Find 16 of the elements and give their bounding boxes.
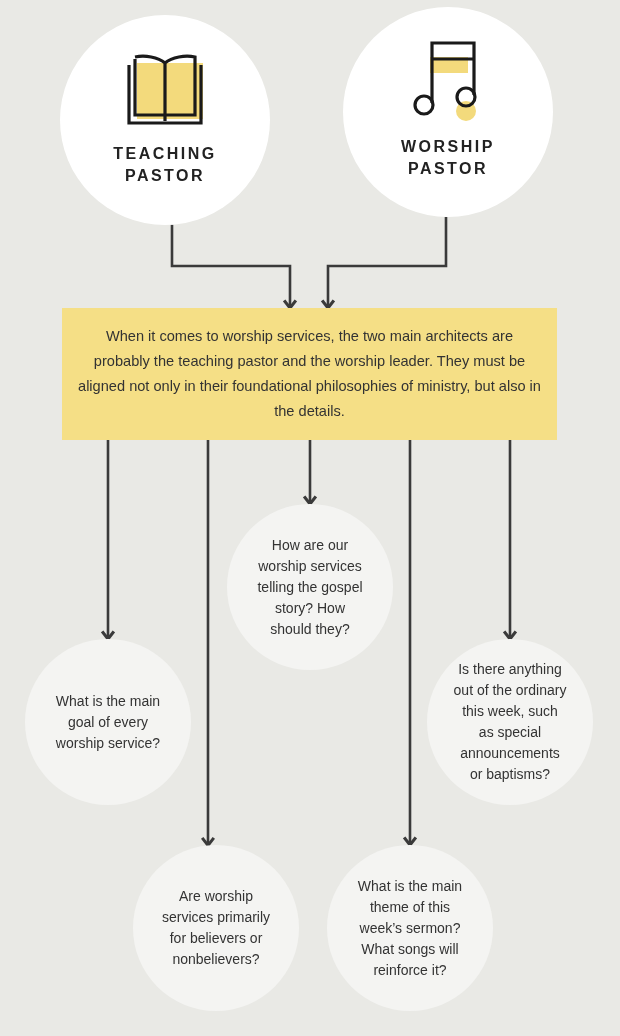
question-text: What is the main theme of this week’s sermon? What songs will reinforce it? <box>356 876 464 980</box>
summary-text: When it comes to worship services, the two main architects are probably the teaching pastor and the worship leader. They must be aligned not only in their foundational philosophies of ministry, but also in the details. <box>77 327 542 421</box>
arrow <box>402 440 418 847</box>
question-text: Are worship services primarily for believers or nonbelievers? <box>160 887 272 969</box>
question-text: How are our worship services telling the gospel story? How should they? <box>256 535 364 639</box>
arrow <box>320 217 448 310</box>
question-text: What is the main goal of every worship service? <box>54 691 162 753</box>
role-title: TEACHING PASTOR <box>112 144 218 186</box>
question-text: Is there anything out of the ordinary this week, such as special announcements or baptisms? <box>453 660 567 784</box>
role-title: WORSHIP PASTOR <box>400 137 496 179</box>
arrow <box>302 440 318 506</box>
summary-box <box>62 308 557 440</box>
arrow <box>502 440 518 641</box>
arrow <box>100 440 116 641</box>
arrow <box>170 224 298 310</box>
arrow <box>200 440 216 847</box>
